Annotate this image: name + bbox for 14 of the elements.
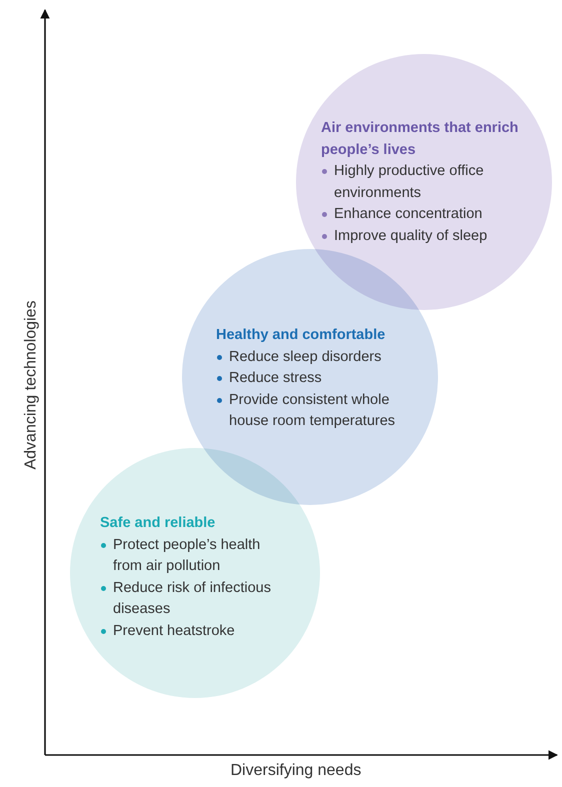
bullet-point: Improve quality of sleep [321, 226, 531, 247]
bullet-point: Reduce sleep disorders [216, 346, 416, 368]
circle-heading: Air environments that enrich people’s lives [321, 119, 520, 160]
circle-heading: Safe and reliable [100, 514, 216, 533]
axis-title: Advancing technologies [22, 300, 40, 470]
bullet-point: Reduce stress [216, 368, 416, 390]
bullet-point: Prevent heatstroke [100, 620, 290, 642]
axis-title: Diversifying needs [230, 762, 362, 780]
bullet-point: Provide consistent whole house room temperatures [216, 390, 416, 432]
circle-heading: Healthy and comfortable [216, 326, 386, 345]
bullet-point: Reduce risk of infectious diseases [100, 578, 290, 620]
bullet-point: Highly productive office environments [321, 161, 531, 204]
bullet-point: Enhance concentration [321, 204, 531, 226]
bullet-point: Protect people’s health from air pollution [100, 534, 290, 578]
